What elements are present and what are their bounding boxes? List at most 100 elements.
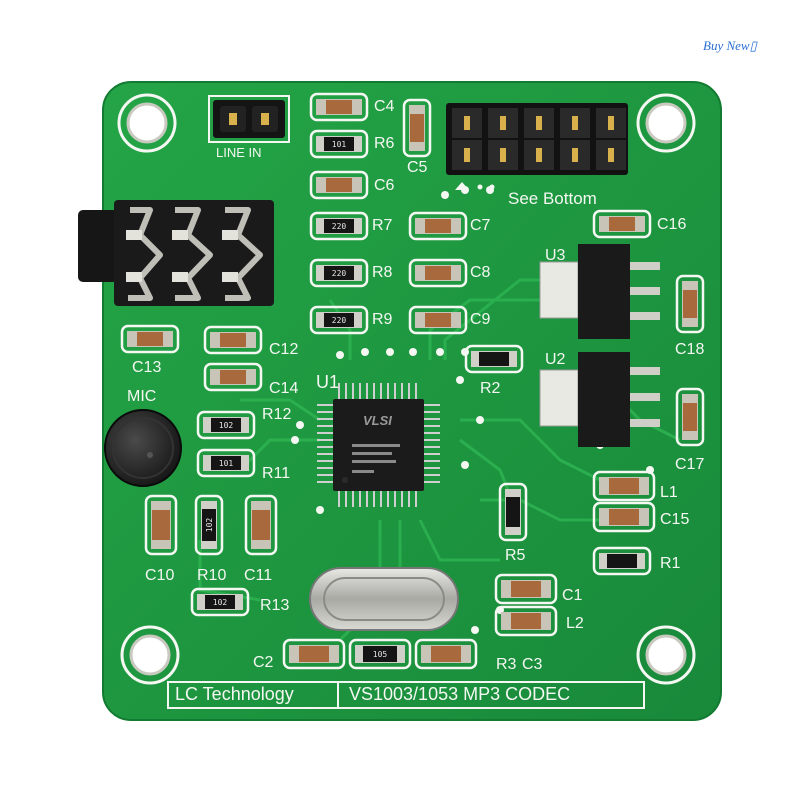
line-in-label: LINE IN (216, 145, 262, 160)
footer-silk-box (167, 681, 645, 709)
designator-c15: C15 (660, 511, 690, 528)
resistor-code-r6: 101 (332, 140, 347, 149)
mounting-hole (117, 93, 177, 153)
smd-l1 (592, 470, 656, 502)
smd-c18 (675, 274, 705, 334)
mounting-hole (636, 93, 696, 153)
resistor-code-r3: 105 (373, 650, 388, 659)
designator-c6: C6 (374, 177, 395, 194)
designator-r1: R1 (660, 555, 681, 572)
designator-l1: L1 (660, 484, 678, 501)
smd-r3: 105 (348, 638, 412, 670)
smd-c4 (309, 92, 369, 122)
designator-u1: U1 (316, 372, 340, 392)
designator-r11: R11 (262, 465, 291, 482)
designator-u2: U2 (545, 351, 566, 368)
smd-c3 (414, 638, 478, 670)
smd-c12 (203, 325, 263, 355)
smd-r6: 101 (309, 129, 369, 159)
resistor-code-r7: 220 (332, 222, 347, 231)
designator-c9: C9 (470, 311, 491, 328)
designator-c2: C2 (253, 654, 274, 671)
smd-r8: 220 (309, 258, 369, 288)
pin-header-2x5 (446, 103, 628, 190)
designator-c4: C4 (374, 98, 395, 115)
u2-regulator (539, 352, 660, 447)
designator-c11: C11 (244, 567, 273, 584)
smd-c10 (144, 494, 178, 556)
smd-r2 (464, 344, 524, 374)
vias (291, 186, 654, 634)
smd-r9: 220 (309, 305, 369, 335)
u1-codec-chip (317, 383, 440, 507)
designator-r2: R2 (480, 380, 501, 397)
resistor-code-r12: 102 (219, 421, 234, 430)
designator-r9: R9 (372, 311, 393, 328)
chip-marking: VLSI (363, 413, 392, 428)
microphone (104, 409, 182, 487)
smd-r5 (498, 482, 528, 542)
crystal-oscillator (309, 567, 459, 631)
designator-c14: C14 (269, 380, 299, 397)
designator-r3: R3 (496, 656, 517, 673)
smd-r12: 102 (196, 410, 256, 440)
designator-c12: C12 (269, 341, 299, 358)
smd-c8 (408, 258, 468, 288)
smd-c15 (592, 501, 656, 533)
smd-c14 (203, 362, 263, 392)
resistor-code-r9: 220 (332, 316, 347, 325)
smd-c9 (408, 305, 468, 335)
designator-c13: C13 (132, 359, 162, 376)
mic-label: MIC (127, 388, 157, 405)
smd-c13 (120, 324, 180, 354)
smd-c2 (282, 638, 346, 670)
resistor-code-r8: 220 (332, 269, 347, 278)
smd-c11 (244, 494, 278, 556)
smd-c17 (675, 387, 705, 447)
designator-c3: C3 (522, 656, 543, 673)
smd-c5 (402, 98, 432, 158)
designator-l2: L2 (566, 615, 584, 632)
designator-u3: U3 (545, 247, 566, 264)
designator-c1: C1 (562, 587, 583, 604)
smd-r13: 102 (190, 587, 250, 617)
header-note: See Bottom (508, 189, 597, 208)
designator-r13: R13 (260, 597, 290, 614)
audio-jack (78, 200, 274, 306)
designator-c5: C5 (407, 159, 428, 176)
designator-r5: R5 (505, 547, 526, 564)
smd-r10: 102 (194, 494, 224, 556)
designator-c18: C18 (675, 341, 705, 358)
designator-r8: R8 (372, 264, 393, 281)
designator-r6: R6 (374, 135, 395, 152)
smd-c1 (494, 573, 558, 605)
designator-c10: C10 (145, 567, 175, 584)
smd-c16 (592, 209, 652, 239)
designator-c7: C7 (470, 217, 491, 234)
mounting-hole (636, 625, 696, 685)
designator-r7: R7 (372, 217, 393, 234)
smd-r11: 101 (196, 448, 256, 478)
mounting-hole (120, 625, 180, 685)
designator-c17: C17 (675, 456, 705, 473)
smd-r7: 220 (309, 211, 369, 241)
line-in-header (213, 100, 285, 138)
smd-c7 (408, 211, 468, 241)
designator-r12: R12 (262, 406, 292, 423)
designator-c16: C16 (657, 216, 687, 233)
smd-l2 (494, 605, 558, 637)
line-in-silk-box (208, 95, 290, 143)
resistor-code-r10: 102 (205, 518, 214, 533)
designator-c8: C8 (470, 264, 491, 281)
store-watermark: Buy New▯ (703, 38, 757, 53)
resistor-code-r11: 101 (219, 459, 234, 468)
footer-right-text: VS1003/1053 MP3 CODEC (349, 684, 571, 704)
u3-regulator (539, 244, 660, 339)
designator-r10: R10 (197, 567, 227, 584)
smd-c6 (309, 170, 369, 200)
resistor-code-r13: 102 (213, 598, 228, 607)
footer-left-text: LC Technology (175, 684, 294, 704)
